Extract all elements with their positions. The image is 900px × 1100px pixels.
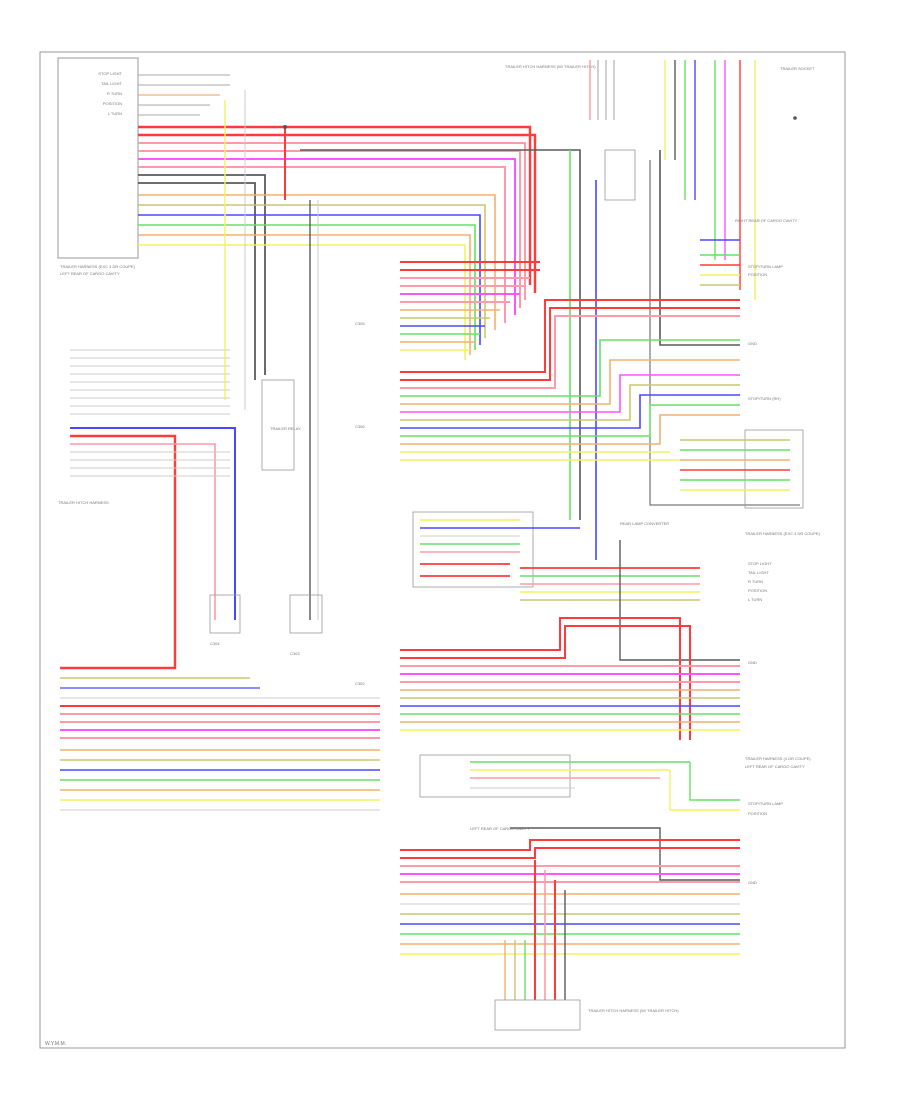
- c302-row-2: [400, 625, 691, 740]
- lm-blue: [70, 427, 236, 620]
- label-left-rear-cargo-upper: LEFT REAR OF CARGO CAVITY: [60, 271, 120, 276]
- label-stop-turn-l: STOP/TURN LAMP: [748, 264, 783, 269]
- c303-box: [289, 594, 323, 634]
- label-left-rear-cargo-lower: LEFT REAR OF CARGO CAVITY: [470, 826, 530, 831]
- label-mr-l-turn: L TURN: [748, 597, 762, 602]
- c306-row-4: [400, 339, 740, 397]
- label-lr-gnd: GND: [748, 880, 757, 885]
- pin-label-l-turn: L TURN: [108, 111, 122, 116]
- wire-red-1: [138, 125, 532, 285]
- label-rear-lamp-conv: REAR LAMP CONVERTER: [620, 521, 669, 526]
- pin-label-tail-light: TAIL LIGHT: [101, 81, 122, 86]
- connector-c302: C302: [355, 617, 740, 740]
- c306-row-2: [400, 307, 740, 381]
- wire-green-1: [138, 224, 476, 350]
- label-trailer-hitch-mid: TRAILER HITCH HARNESS: [58, 500, 109, 505]
- pin-label-stop-light: STOP LIGHT: [98, 71, 122, 76]
- label-relay: TRAILER RELAY: [270, 426, 301, 431]
- label-right-rear-cargo: RIGHT REAR OF CARGO CAVITY: [735, 218, 798, 223]
- bottom-left-rows: [60, 677, 380, 811]
- lm-red: [60, 434, 177, 670]
- label-lr-stop-turn: STOP/TURN LAMP: [748, 801, 783, 806]
- diagram-frame: [39, 51, 846, 1049]
- label-left-rear-cargo-right: LEFT REAR OF CARGO CAVITY: [745, 764, 805, 769]
- c304-box: [209, 594, 241, 634]
- label-c306: C306: [355, 424, 365, 429]
- middle-right-rows: STOP LIGHT TAIL LIGHT R TURN POSITION L …: [520, 540, 772, 665]
- pin-label-r-turn: R TURN: [107, 91, 122, 96]
- wire-gnd-1: [659, 150, 740, 346]
- connector-top-left-outline: [57, 57, 139, 259]
- wire-bundle-top: [138, 74, 581, 520]
- splice-dot-1: [283, 125, 287, 129]
- wire-pink-2: [138, 150, 521, 308]
- wire-orange-2: [138, 234, 471, 355]
- label-stop-turn-r: STOP/TURN (RH): [748, 396, 781, 401]
- label-mr-r-turn: R TURN: [748, 579, 763, 584]
- label-mr-position: POSITION: [748, 588, 767, 593]
- lr-red-2: [400, 847, 740, 859]
- c306-row-8: [400, 394, 740, 429]
- label-trailer-harness-mid: TRAILER HARNESS (EXC 4 DR COUPE): [745, 531, 821, 536]
- relay-box-mid: [261, 379, 295, 471]
- c306-row-1: [400, 299, 740, 373]
- lr-gnd: [510, 827, 740, 881]
- lower-connector-outline: [419, 754, 571, 798]
- wire-gnd-2: [649, 160, 800, 506]
- label-trailer-hitch-lower: TRAILER HITCH HARNESS (W/ TRAILER HITCH): [588, 1008, 679, 1013]
- right-column-upper: STOP/TURN LAMP POSITION GND STOP/TURN (R…: [680, 239, 804, 509]
- ground-dot-top: [793, 116, 797, 120]
- middle-connector-outline: [412, 511, 534, 588]
- c306-row-9: [400, 404, 740, 437]
- label-c305: C305: [355, 321, 365, 326]
- connector-c305: C305: [355, 261, 540, 351]
- label-trailer-harness-upper: TRAILER HARNESS (EXC 4 DR COUPE): [60, 264, 136, 269]
- c306-row-5: [400, 359, 740, 405]
- label-c302: C302: [355, 681, 365, 686]
- label-mr-tail-light: TAIL LIGHT: [748, 570, 769, 575]
- left-middle-pins: TRAILER HITCH HARNESS TRAILER RELAY C304…: [58, 90, 323, 670]
- c302-row-1: [400, 617, 681, 740]
- label-trailer-harness-lower: TRAILER HARNESS (4 DR COUPE): [745, 756, 811, 761]
- connector-top-right: TRAILER HITCH HARNESS (W/ TRAILER HITCH)…: [505, 60, 815, 300]
- wire-pink-1: [138, 142, 526, 300]
- label-mr-stop-light: STOP LIGHT: [748, 561, 772, 566]
- label-gnd-upper: GND: [748, 341, 757, 346]
- connector-middle: REAR LAMP CONVERTER TRAILER HARNESS (EXC…: [412, 511, 821, 588]
- lr-green-out: [689, 762, 740, 801]
- wire-red-2: [138, 133, 537, 293]
- c306-row-7: [400, 384, 740, 421]
- mr-gnd: [619, 540, 740, 661]
- connector-c306: C306: [355, 299, 740, 461]
- wire-black-1: [138, 174, 266, 375]
- footer-code: W.Y.M.M.: [45, 1041, 66, 1047]
- lr-yellow-out: [669, 770, 740, 811]
- label-trailer-hitch-upper: TRAILER HITCH HARNESS (W/ TRAILER HITCH): [505, 64, 596, 69]
- wire-black-2: [138, 182, 256, 380]
- label-mr-gnd: GND: [748, 660, 757, 665]
- label-position-l: POSITION: [748, 272, 767, 277]
- connector-top-left: STOP LIGHT TAIL LIGHT R TURN POSITION L …: [57, 57, 139, 276]
- wire-yellow-1: [138, 244, 466, 360]
- rc-connector-box: [744, 429, 804, 509]
- lr-red-1: [400, 839, 740, 851]
- label-lr-position: POSITION: [748, 811, 767, 816]
- c306-row-3: [400, 315, 740, 389]
- lm-pink: [70, 443, 216, 620]
- c306-row-10: [400, 414, 740, 445]
- bottom-connector-box: [494, 999, 581, 1031]
- relay-box-top: [604, 149, 636, 201]
- c306-row-6: [400, 374, 740, 413]
- lower-right-block: TRAILER HARNESS (4 DR COUPE) LEFT REAR O…: [400, 754, 811, 1031]
- upper-right-vertical-wires: [569, 149, 800, 560]
- pin-label-position: POSITION: [103, 101, 122, 106]
- label-c304: C304: [210, 641, 220, 646]
- label-c303: C303: [290, 651, 300, 656]
- label-trailer-socket-top: TRAILER SOCKET: [780, 66, 815, 71]
